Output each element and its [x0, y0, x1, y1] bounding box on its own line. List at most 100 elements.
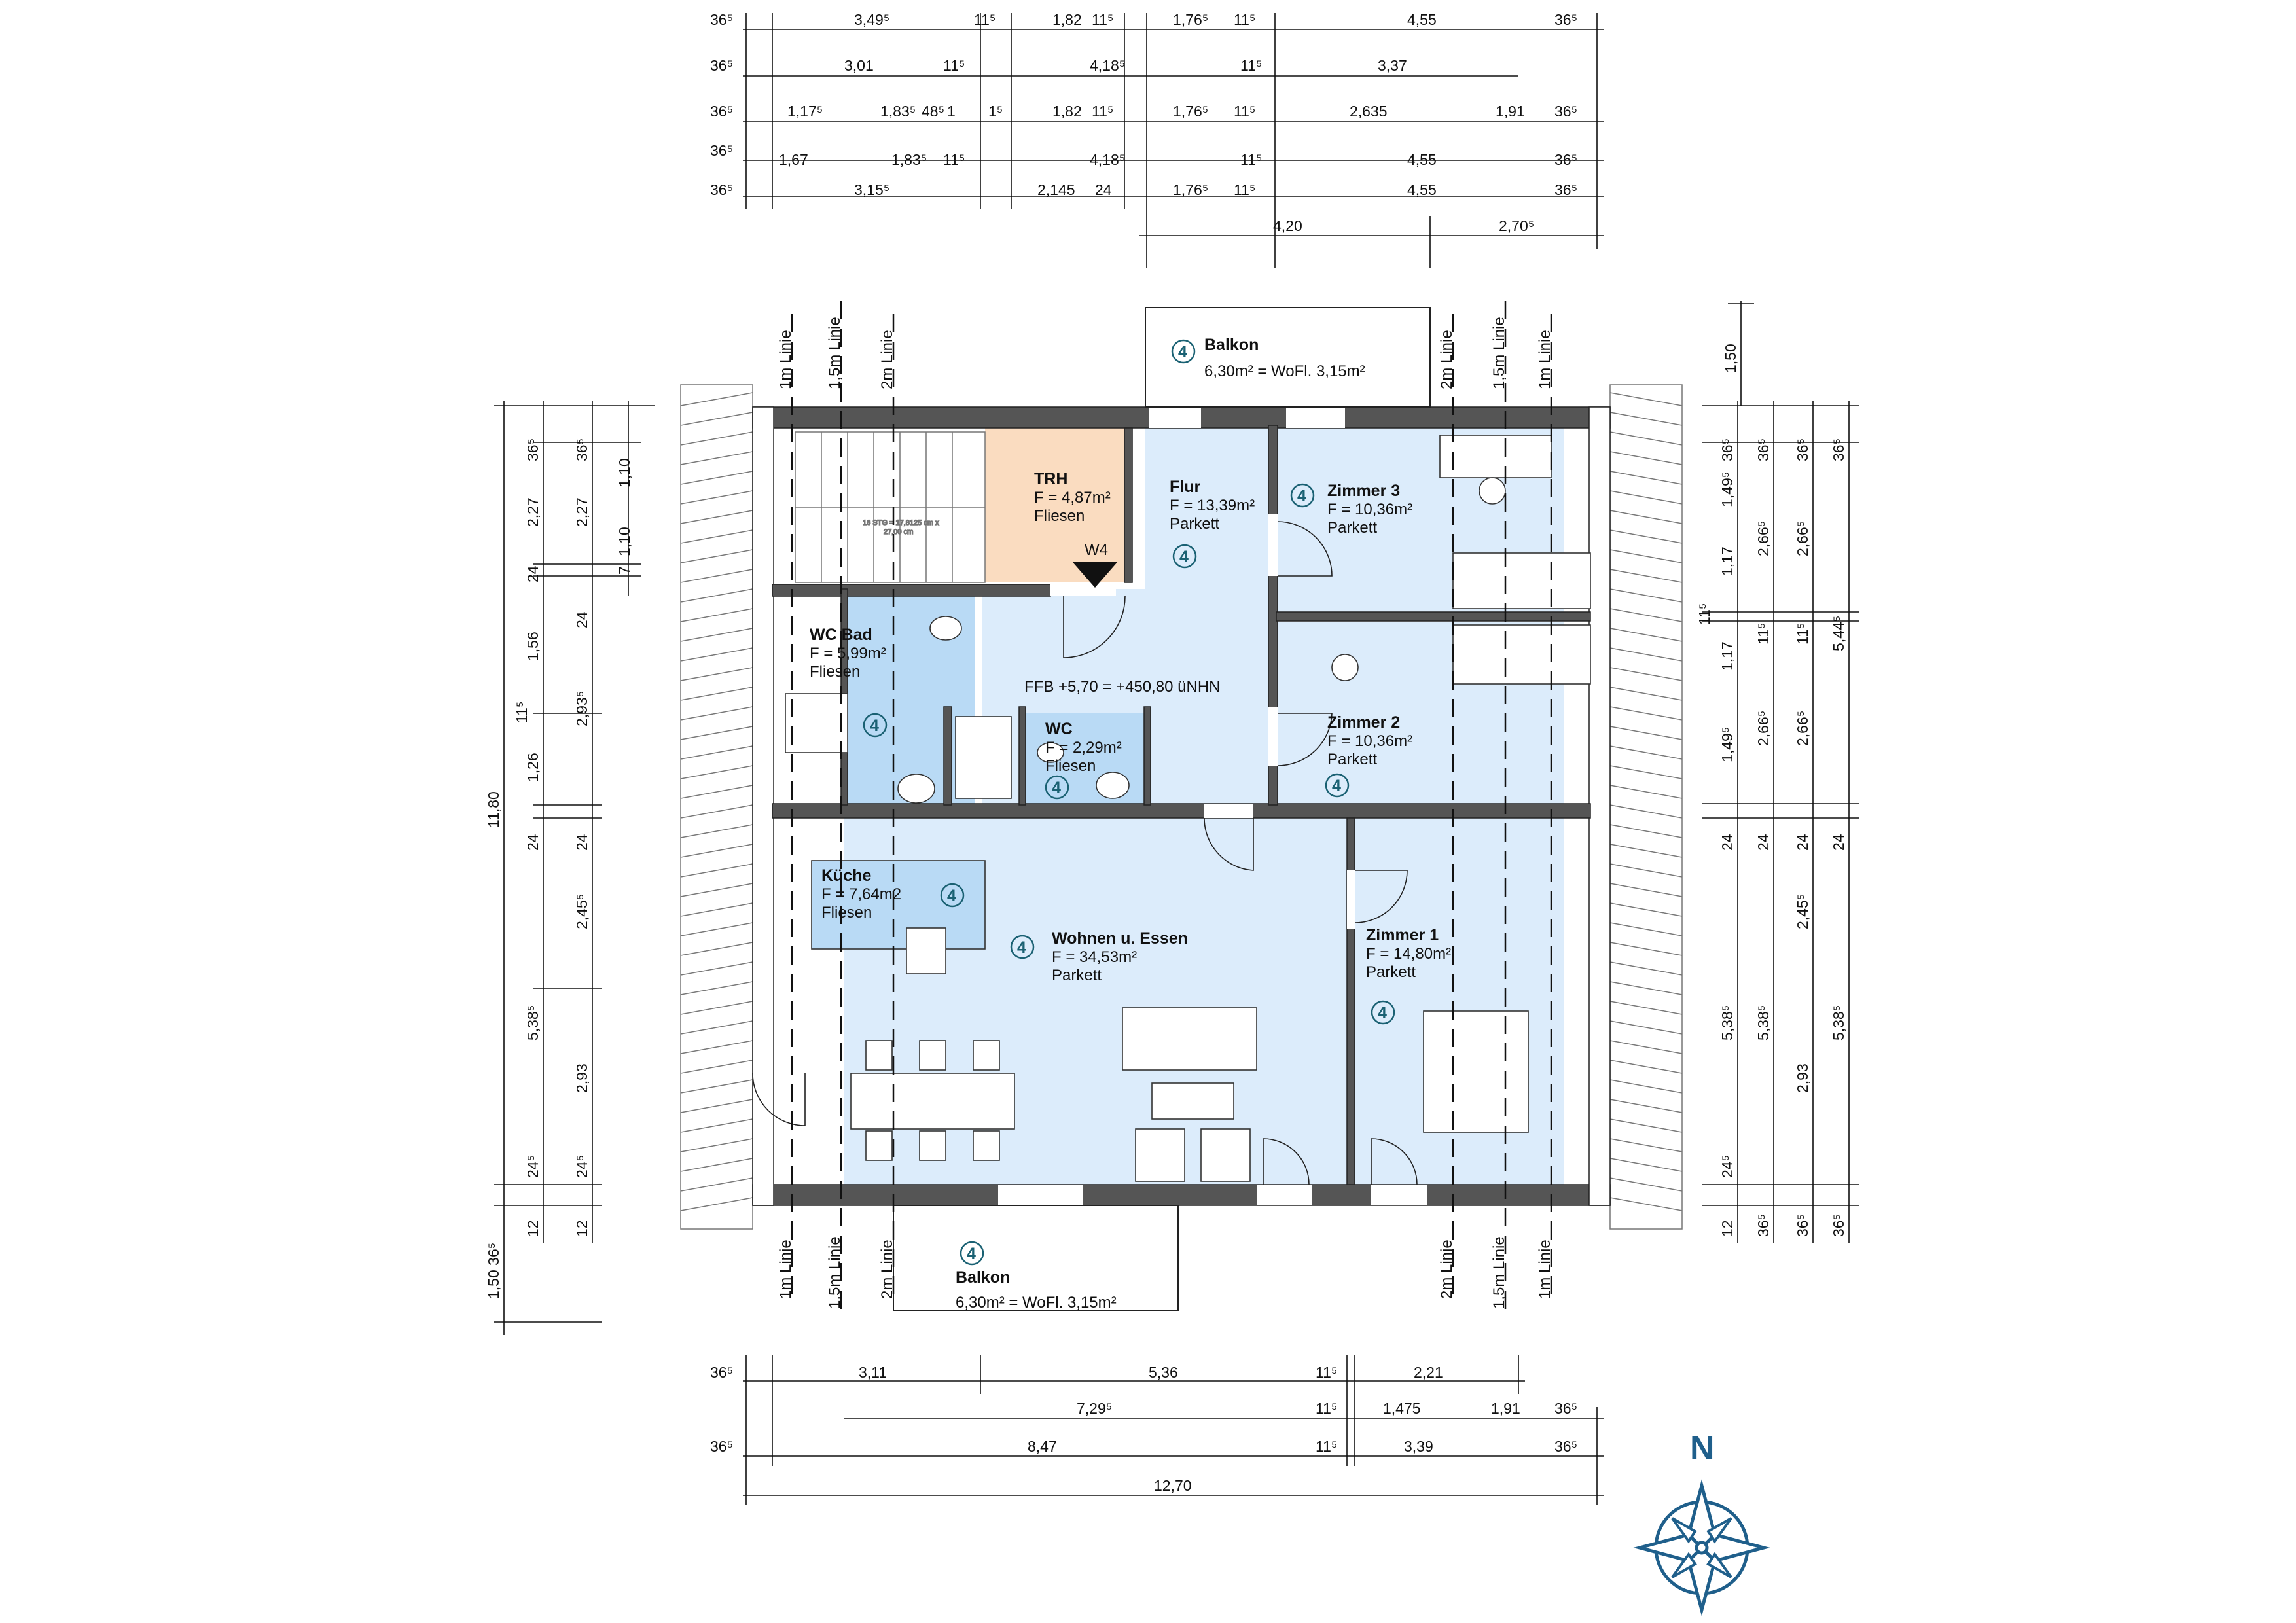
dim-right-3-8: 36⁵ — [1794, 1214, 1811, 1237]
balkon-bottom-name: Balkon — [956, 1268, 1010, 1287]
trh-area: F = 4,87m² — [1034, 489, 1111, 507]
dim-top-3-9: 1,76⁵ — [1173, 103, 1208, 120]
dim-top-3-4: 48⁵ — [922, 103, 944, 120]
badge-zimmer2 — [1325, 773, 1350, 798]
wohnen-floor: Parkett — [1052, 967, 1102, 984]
shower-tray — [955, 716, 1012, 799]
window-w4-label: W4 — [1085, 541, 1108, 559]
wc-area: F = 2,29m² — [1045, 739, 1122, 757]
washbasin-bad — [929, 616, 962, 641]
dim-right-2-6: 5,38⁵ — [1755, 1005, 1772, 1041]
badge-wohnen-num: 4 — [1017, 938, 1026, 957]
dim-bot-3-3: 11⁵ — [1316, 1438, 1337, 1455]
chair-4 — [865, 1130, 893, 1161]
dim-bot-3-1: 36⁵ — [710, 1438, 733, 1455]
zimmer3-area: F = 10,36m² — [1327, 501, 1412, 518]
label-15m-linie-tl: 1,5m Linie — [826, 317, 844, 389]
dim-right-3-1: 36⁵ — [1794, 438, 1811, 461]
dim-top-5-8: 36⁵ — [1554, 181, 1577, 198]
trh-fill — [985, 425, 1126, 582]
dim-top-6-1: 4,20 — [1273, 217, 1302, 234]
sofa — [1122, 1007, 1257, 1071]
slope-line-labels: 1m Linie 1,5m Linie 2m Linie 2m Linie 1,… — [777, 317, 1554, 1309]
dim-top-2-5: 11⁵ — [1240, 57, 1262, 74]
zimmer1-floor: Parkett — [1366, 963, 1416, 981]
balkon-bottom-area: 6,30m² = WoFl. 3,15m² — [956, 1294, 1117, 1311]
dim-left-1-5: 11⁵ — [513, 702, 530, 723]
wohnen-area: F = 34,53m² — [1052, 948, 1137, 966]
north-label: N — [1690, 1429, 1715, 1467]
dim-top-3-10: 11⁵ — [1234, 103, 1255, 120]
dim-left-1-7: 24 — [524, 834, 541, 851]
badge-balkon-bottom — [960, 1241, 984, 1266]
dim-bot-3-2: 8,47 — [1028, 1438, 1057, 1455]
dim-right-1-3: 36⁵ — [1719, 438, 1736, 461]
stair-note-2: 27,00 cm — [884, 528, 913, 536]
dim-left-1-1: 36⁵ — [524, 438, 541, 461]
dim-bot-2-1: 7,29⁵ — [1077, 1400, 1112, 1417]
dimension-lines-left — [494, 401, 655, 1335]
dim-top-4-3: 1,83⁵ — [891, 151, 927, 168]
dim-right-4-2: 5,44⁵ — [1830, 616, 1847, 651]
dim-right-1-6: 1,17 — [1719, 641, 1736, 671]
desk-zimmer3 — [1439, 435, 1552, 478]
dim-bot-2-2: 11⁵ — [1316, 1400, 1337, 1417]
dim-right-1-11: 12 — [1719, 1220, 1736, 1237]
dim-top-5-3: 2,145 — [1037, 181, 1075, 198]
bed-zimmer3 — [1452, 552, 1591, 609]
dim-right-1-8: 24 — [1719, 834, 1736, 851]
badge-flur-num: 4 — [1179, 548, 1189, 566]
chair-3 — [973, 1040, 1000, 1071]
badge-wcbad — [863, 713, 888, 738]
bed-zimmer2 — [1452, 624, 1591, 685]
dim-right-4-3: 24 — [1830, 834, 1847, 851]
coffee-table — [1151, 1082, 1234, 1120]
dim-right-4-1: 36⁵ — [1830, 438, 1847, 461]
dim-top-2-3: 11⁵ — [943, 57, 965, 74]
dim-top-2-1: 36⁵ — [710, 57, 733, 74]
dim-top-1-2: 3,49⁵ — [854, 11, 889, 28]
dim-left-2-3: 24 — [573, 611, 590, 628]
dim-bot-1-1: 36⁵ — [710, 1364, 733, 1381]
room-labels: 4 Balkon 6,30m² = WoFl. 3,15m² TRH F = 4… — [810, 336, 1451, 1311]
kueche-floor: Fliesen — [821, 904, 872, 921]
dim-right-1-10: 24⁵ — [1719, 1155, 1736, 1178]
dim-top-5-4: 24 — [1095, 181, 1112, 198]
dim-bot-3-5: 36⁵ — [1554, 1438, 1577, 1455]
dim-right-3-6: 2,45⁵ — [1794, 894, 1811, 929]
badge-kueche-num: 4 — [947, 887, 956, 905]
dim-left-1-4: 1,56 — [524, 632, 541, 661]
dim-left-2-1: 36⁵ — [573, 438, 590, 461]
dim-left-2-4: 2,93⁵ — [573, 691, 590, 726]
dim-top-3-2: 1,17⁵ — [787, 103, 823, 120]
bed-zimmer1 — [1423, 1010, 1529, 1133]
badge-kueche — [940, 883, 965, 908]
dim-top-4-1: 36⁵ — [710, 142, 733, 159]
dim-right-1-1: 1,50 — [1722, 344, 1739, 373]
dim-top-6-2: 2,70⁵ — [1499, 217, 1534, 234]
flur-area: F = 13,39m² — [1170, 497, 1255, 514]
stair-note: 16 STG = 17,8125 cm x — [863, 519, 939, 527]
dim-bot-2-5: 36⁵ — [1554, 1400, 1577, 1417]
dim-left-1-2: 2,27 — [524, 497, 541, 527]
flur-name: Flur — [1170, 478, 1200, 496]
dim-left-3-3: 7 — [616, 566, 633, 575]
zimmer3-floor: Parkett — [1327, 519, 1377, 537]
dimension-lines-right — [1702, 301, 1859, 1243]
zimmer2-name: Zimmer 2 — [1327, 713, 1400, 732]
label-1m-linie-bl: 1m Linie — [777, 1240, 795, 1299]
kueche-area: F = 7,64m2 — [821, 885, 901, 903]
label-1m-linie-br: 1m Linie — [1536, 1240, 1554, 1299]
dim-left-total: 11,80 — [485, 791, 502, 828]
dim-bot-1-2: 3,11 — [859, 1364, 887, 1381]
zimmer1-area: F = 14,80m² — [1366, 945, 1451, 963]
dim-right-2-7: 36⁵ — [1755, 1214, 1772, 1237]
wc-bowl-bad — [897, 774, 935, 804]
dim-right-4-5: 36⁵ — [1830, 1214, 1847, 1237]
dimension-text-right: 1,50 1,49⁵ 36⁵ 1,17 11⁵ 1,17 1,49⁵ 24 5,… — [1696, 344, 1847, 1237]
badge-wcbad-num: 4 — [870, 717, 879, 735]
dim-top-4-2: 1,67 — [779, 151, 808, 168]
dim-top-5-7: 4,55 — [1407, 181, 1437, 198]
dim-bot-1-3: 5,36 — [1149, 1364, 1178, 1381]
dim-right-1-9: 5,38⁵ — [1719, 1005, 1736, 1041]
